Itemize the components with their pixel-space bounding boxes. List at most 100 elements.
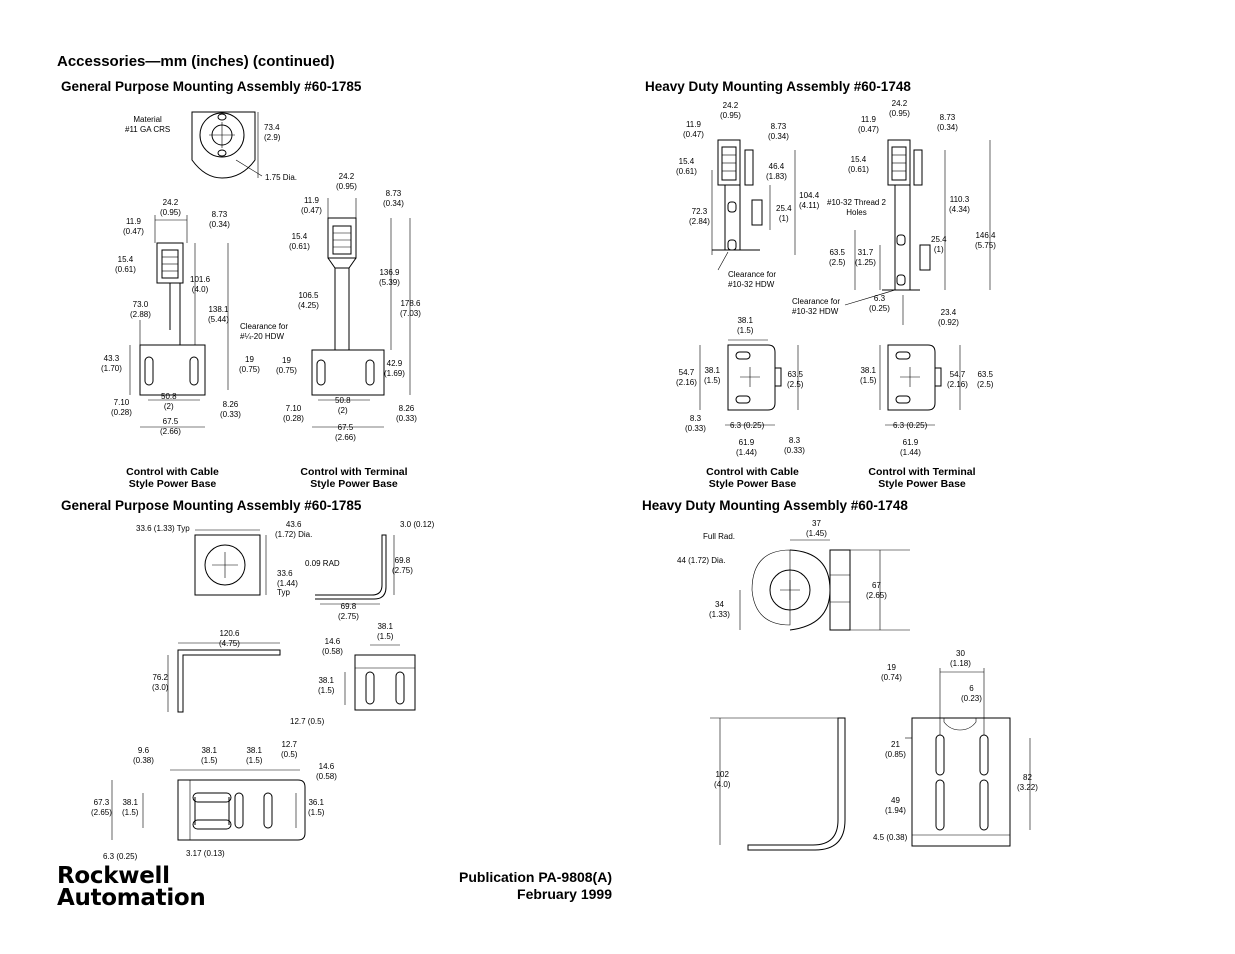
dim-label: 38.1 (1.5): [704, 366, 721, 385]
dim-label: 37 (1.45): [806, 519, 827, 538]
dim-label: 50.8 (2): [161, 392, 177, 411]
dim-label: 9.6 (0.38): [133, 746, 154, 765]
title-hd-bottom: Heavy Duty Mounting Assembly #60-1748: [642, 498, 908, 513]
dim-label: 67 (2.65): [866, 581, 887, 600]
dim-label: 73.0 (2.88): [130, 300, 151, 319]
dim-label: 54.7 (2.16): [947, 370, 968, 389]
hd-cable-bottom-view-drawing: [699, 339, 799, 426]
dim-label: 33.6 (1.33) Typ: [136, 524, 190, 533]
dim-label: 15.4 (0.61): [848, 155, 869, 174]
hd-bottom-round-plate-drawing: [739, 539, 910, 631]
dim-label: 38.1 (1.5): [122, 798, 139, 817]
dim-label: 61.9 (1.44): [736, 438, 757, 457]
dim-label: 63.5 (2.5): [787, 370, 804, 389]
dim-label: 12.7 (0.5): [290, 717, 325, 726]
dim-label: 38.1 (1.5): [737, 316, 754, 335]
dim-label: 44 (1.72) Dia.: [677, 556, 726, 565]
dim-label: 38.1 (1.5): [377, 622, 394, 641]
dim-label: 6.3 (0.25): [730, 421, 765, 430]
dim-label: 7.10 (0.28): [283, 404, 304, 423]
dim-label: 38.1 (1.5): [318, 676, 335, 695]
caption-hd-cable: Control with Cable Style Power Base: [706, 466, 799, 490]
dim-label: 138.1 (5.44): [208, 305, 229, 324]
dim-label: 8.3 (0.33): [685, 414, 706, 433]
dim-label: 46.4 (1.83): [766, 162, 787, 181]
dim-label: 38.1 (1.5): [201, 746, 218, 765]
dim-label: 49 (1.94): [885, 796, 906, 815]
publication-number: Publication PA-9808(A): [459, 869, 612, 885]
hd-terminal-bottom-view-drawing: [879, 344, 961, 426]
dim-label: 42.9 (1.69): [384, 359, 405, 378]
dim-label: 30 (1.18): [950, 649, 971, 668]
dim-label: 8.73 (0.34): [768, 122, 789, 141]
gp-bottom-angle-side-drawing: [315, 534, 395, 605]
dim-label: 21 (0.85): [885, 740, 906, 759]
dim-label: 7.10 (0.28): [111, 398, 132, 417]
dim-label: 11.9 (0.47): [858, 115, 879, 134]
dim-label: 24.2 (0.95): [336, 172, 357, 191]
gp-cable-style-drawing: [129, 215, 229, 428]
caption-gp-terminal: Control with Terminal Style Power Base: [300, 466, 408, 490]
dim-label: 11.9 (0.47): [683, 120, 704, 139]
dim-label: 4.5 (0.38): [873, 833, 908, 842]
dim-label: 11.9 (0.47): [301, 196, 322, 215]
dim-label: Full Rad.: [703, 532, 736, 541]
dim-label: 12.7 (0.5): [281, 740, 298, 759]
gp-bottom-slot-plate-drawing: [344, 644, 416, 711]
dim-label: Material #11 GA CRS: [125, 115, 171, 134]
dim-label: 43.6 (1.72) Dia.: [275, 520, 313, 539]
caption-gp-cable: Control with Cable Style Power Base: [126, 466, 219, 490]
dim-label: 23.4 (0.92): [938, 308, 959, 327]
gp-bottom-long-angle-drawing: [167, 642, 281, 713]
dim-label: 0.09 RAD: [305, 559, 340, 568]
dim-label: 19 (0.75): [276, 356, 297, 375]
title-gp-top: General Purpose Mounting Assembly #60-17…: [61, 79, 362, 94]
dim-label: 25.4 (1): [776, 204, 792, 223]
dim-label: 15.4 (0.61): [676, 157, 697, 176]
dim-label: 1.75 Dia.: [265, 173, 298, 182]
dim-label: 54.7 (2.16): [676, 368, 697, 387]
dim-label: 3.17 (0.13): [186, 849, 225, 858]
dim-label: 24.2 (0.95): [889, 99, 910, 118]
hd-terminal-style-drawing: [844, 139, 991, 325]
dim-label: 43.3 (1.70): [101, 354, 122, 373]
dim-label: 19 (0.75): [239, 355, 260, 374]
dim-label: 8.73 (0.34): [383, 189, 404, 208]
hd-bottom-slot-plate-drawing: [905, 668, 1031, 847]
dim-label: 69.8 (2.75): [392, 556, 413, 575]
dim-label: 69.8 (2.75): [338, 602, 359, 621]
dim-label: 8.3 (0.33): [784, 436, 805, 455]
dim-label: 19 (0.74): [881, 663, 902, 682]
dim-label: 106.5 (4.25): [298, 291, 319, 310]
gp-round-bracket-drawing: [191, 111, 263, 179]
publication-date: February 1999: [517, 886, 612, 902]
dim-label: 110.3 (4.34): [949, 195, 970, 214]
dim-label: 33.6 (1.44) Typ: [277, 569, 298, 597]
dim-label: 8.26 (0.33): [220, 400, 241, 419]
dim-label: 24.2 (0.95): [720, 101, 741, 120]
dim-label: 6.3 (0.25): [869, 294, 890, 313]
dim-label: 6.3 (0.25): [893, 421, 928, 430]
hd-cable-style-drawing: [711, 139, 796, 271]
dim-label: 34 (1.33): [709, 600, 730, 619]
rockwell-logo-line2: Automation: [57, 885, 206, 911]
dim-label: 38.1 (1.5): [860, 366, 877, 385]
dim-label: 102 (4.0): [714, 770, 731, 789]
dim-label: 63.5 (2.5): [829, 248, 846, 267]
dim-label: 67.5 (2.66): [335, 423, 356, 442]
title-gp-bottom: General Purpose Mounting Assembly #60-17…: [61, 498, 362, 513]
dim-label: 38.1 (1.5): [246, 746, 263, 765]
dim-label: 8.73 (0.34): [209, 210, 230, 229]
dim-label: 146.4 (5.75): [975, 231, 996, 250]
dim-label: 3.0 (0.12): [400, 520, 435, 529]
dim-label: 76.2 (3.0): [152, 673, 169, 692]
dim-label: 15.4 (0.61): [289, 232, 310, 251]
dim-label: Clearance for #10-32 HDW: [792, 297, 841, 316]
dim-label: 14.6 (0.58): [316, 762, 337, 781]
dim-label: 82 (3.22): [1017, 773, 1038, 792]
dim-label: 8.73 (0.34): [937, 113, 958, 132]
dim-label: Clearance for #¼-20 HDW: [240, 322, 289, 341]
gp-bottom-wide-slot-plate-drawing: [111, 769, 306, 841]
dim-label: 14.6 (0.58): [322, 637, 343, 656]
